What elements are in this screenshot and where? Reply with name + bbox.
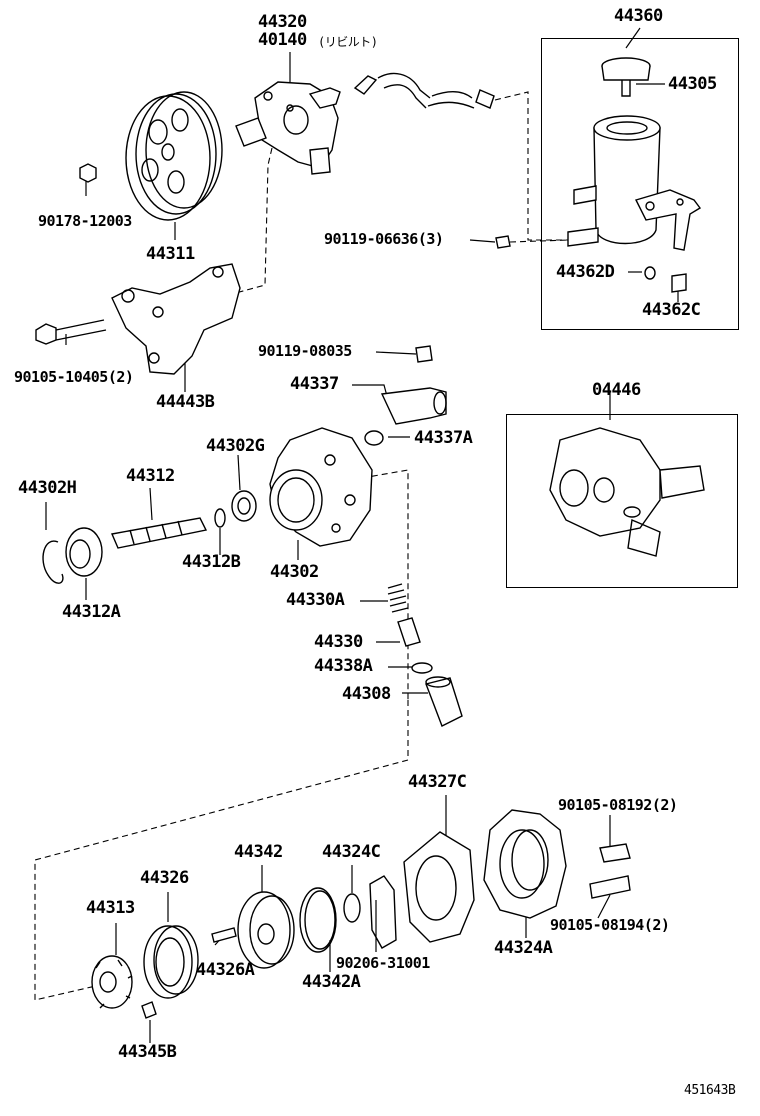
label-44320: 44320 (258, 12, 307, 32)
label-44327C: 44327C (408, 772, 467, 792)
oring-44324C (343, 893, 361, 923)
dash-bolt-to-reservoir (509, 239, 571, 243)
bolt-90119-06636 (495, 235, 511, 249)
label-44360: 44360 (614, 6, 663, 26)
label-44337: 44337 (290, 374, 339, 394)
label-44302: 44302 (270, 562, 319, 582)
label-90119-08035: 90119-08035 (258, 342, 352, 360)
label-90178-12003: 90178-12003 (38, 212, 132, 230)
label-90206-31001: 90206-31001 (336, 954, 430, 972)
label-44311: 44311 (146, 244, 195, 264)
label-90105-08194: 90105-08194(2) (550, 916, 670, 934)
label-44443B: 44443B (156, 392, 215, 412)
valve-44330 (397, 617, 421, 647)
shaft-44312 (111, 508, 226, 549)
cam-ring-44326 (143, 925, 199, 999)
label-44312A: 44312A (62, 602, 121, 622)
label-44305: 44305 (668, 74, 717, 94)
label-44345B: 44345B (118, 1042, 177, 1062)
seal-90206-31001 (369, 875, 397, 949)
label-44342A: 44342A (302, 972, 361, 992)
label-44326A: 44326A (196, 960, 255, 980)
label-44313: 44313 (86, 898, 135, 918)
label-04446: 04446 (592, 380, 641, 400)
fitting-44308 (425, 677, 463, 727)
pin-44326A (211, 927, 237, 943)
housing-44302 (269, 427, 373, 547)
bolt-90119-08035 (415, 345, 433, 363)
label-44326: 44326 (140, 868, 189, 888)
cover-44324A (483, 809, 631, 919)
label-44302G: 44302G (206, 436, 265, 456)
label-44302H: 44302H (18, 478, 77, 498)
gasket-44327C (403, 831, 475, 943)
pump-assembly-44320 (235, 81, 341, 175)
plate-44342 (237, 891, 295, 969)
label-44324A: 44324A (494, 938, 553, 958)
hose-set (353, 72, 495, 109)
label-44342: 44342 (234, 842, 283, 862)
nut-90178 (79, 163, 97, 183)
oring-44338A (411, 662, 433, 674)
rotor-44313 (91, 955, 133, 1009)
label-44337A: 44337A (414, 428, 473, 448)
bracket-44443B (35, 263, 241, 375)
label-44330A: 44330A (286, 590, 345, 610)
label-44330: 44330 (314, 632, 363, 652)
label-44324C: 44324C (322, 842, 381, 862)
label-44362C: 44362C (642, 300, 701, 320)
label-40140: 40140 (258, 30, 307, 50)
reservoir-44360 (567, 57, 702, 293)
dash-hose-to-reservoir (494, 91, 570, 241)
gasket-kit-box (506, 414, 738, 588)
oring-44342A (299, 887, 337, 953)
seal-44302G (231, 490, 257, 522)
label-44312: 44312 (126, 466, 175, 486)
label-90105-08192: 90105-08192(2) (558, 796, 678, 814)
dash-valve-to-cover (34, 700, 409, 1001)
label-44362D: 44362D (556, 262, 615, 282)
vane-44345B (141, 1001, 157, 1019)
label-44308: 44308 (342, 684, 391, 704)
pulley-44311 (125, 91, 223, 221)
ring-44302H (42, 527, 103, 584)
label-90105-10405: 90105-10405(2) (14, 368, 134, 386)
fitting-44337 (364, 387, 447, 446)
spring-44330A (387, 583, 409, 613)
gasket-kit-04446 (549, 427, 705, 557)
label-44338A: 44338A (314, 656, 373, 676)
reservoir-box (541, 38, 739, 330)
diagram-code: 451643B (684, 1083, 736, 1098)
label-40140-note: (リビルト) (318, 35, 378, 49)
label-44312B: 44312B (182, 552, 241, 572)
label-90119-06636: 90119-06636(3) (324, 230, 444, 248)
